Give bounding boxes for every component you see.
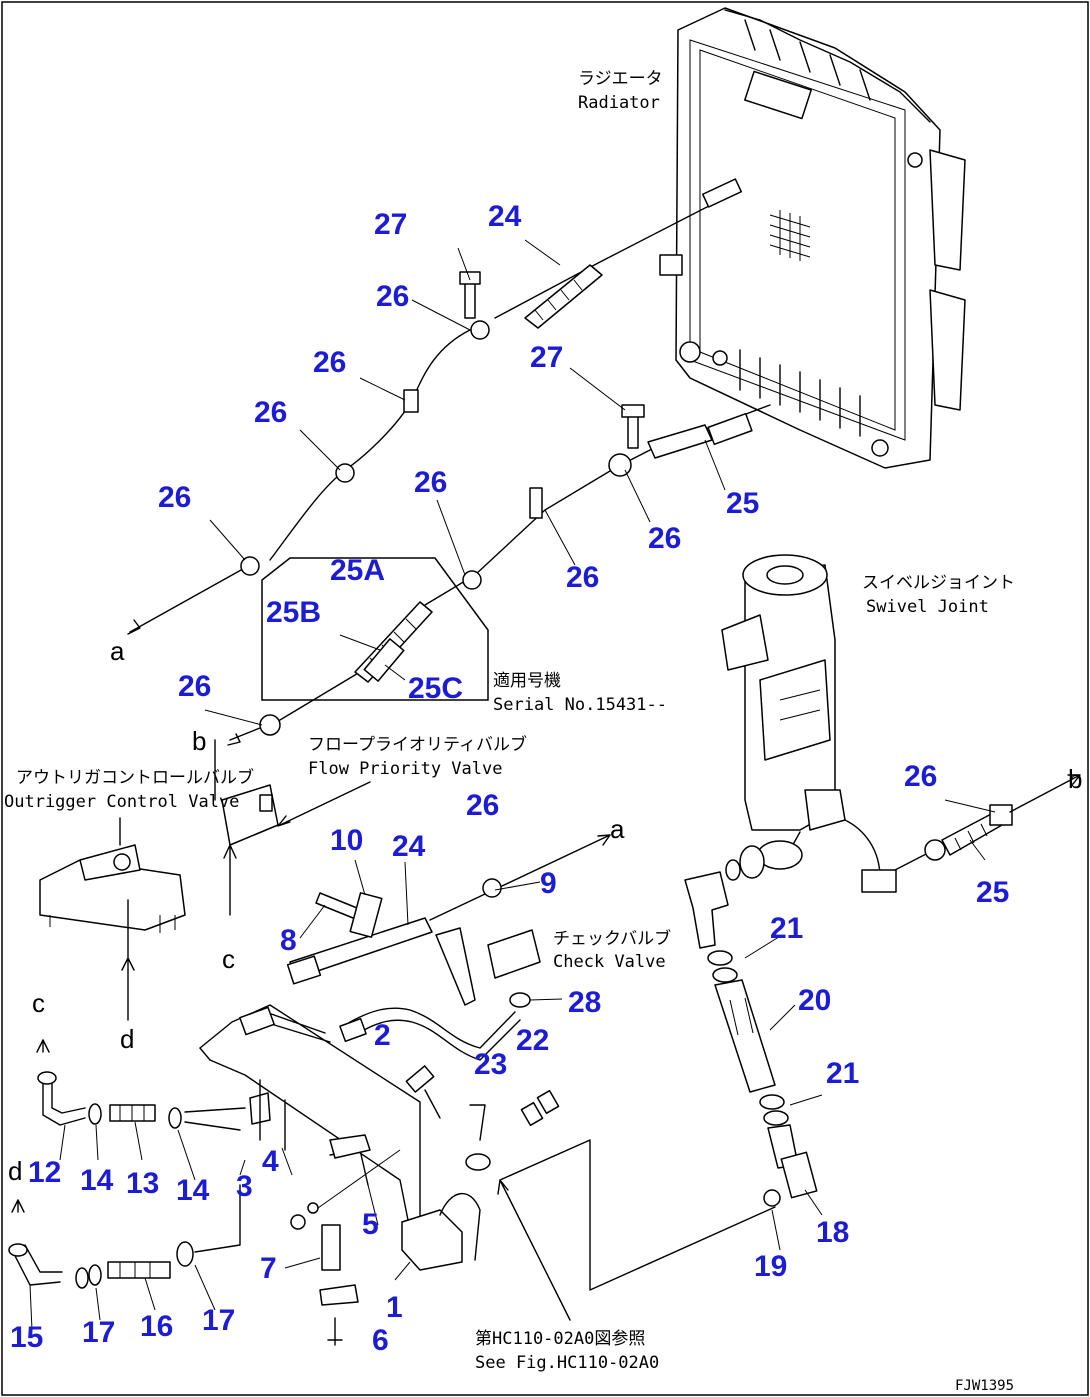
drawing-code: FJW1395 xyxy=(955,1378,1014,1394)
callout-27: 27 xyxy=(374,208,407,241)
callout-23: 23 xyxy=(474,1048,507,1081)
part-callouts: 27 24 26 26 26 27 26 26 25 26 26 25A 25B… xyxy=(10,200,1009,1357)
callout-25C: 25C xyxy=(408,672,463,705)
callout-24: 24 xyxy=(392,830,426,863)
connector-c-top: c xyxy=(222,944,235,974)
callout-5: 5 xyxy=(362,1208,379,1241)
callout-25B: 25B xyxy=(266,596,321,629)
connector-b-right: b xyxy=(1068,764,1082,794)
notes: ラジエータ Radiator スイベルジョイント Swivel Joint 適用… xyxy=(4,69,1015,1394)
connector-a-right: a xyxy=(610,814,625,844)
callout-21: 21 xyxy=(770,912,803,945)
callout-21: 21 xyxy=(826,1057,859,1090)
callout-8: 8 xyxy=(280,924,297,957)
outrigger-valve-label-en: Outrigger Control Valve xyxy=(4,792,239,812)
callout-26: 26 xyxy=(466,789,499,822)
lower-assembly xyxy=(8,834,611,1346)
callout-3: 3 xyxy=(236,1170,253,1203)
callout-25: 25 xyxy=(726,487,759,520)
outrigger-control-valve xyxy=(39,817,186,1021)
callout-6: 6 xyxy=(372,1324,389,1357)
serial-inset xyxy=(261,557,489,701)
flow-priority-valve-label-en: Flow Priority Valve xyxy=(308,759,502,779)
callout-26: 26 xyxy=(178,670,211,703)
flow-priority-valve xyxy=(214,739,371,916)
callout-15: 15 xyxy=(10,1321,43,1354)
callout-19: 19 xyxy=(754,1250,787,1283)
callout-17: 17 xyxy=(202,1304,235,1337)
callout-9: 9 xyxy=(540,867,557,900)
connector-b-left: b xyxy=(192,726,206,756)
flow-priority-valve-label-jp: フロープライオリティバルブ xyxy=(308,734,527,755)
connector-c-bottom: c xyxy=(32,988,45,1018)
connector-d-bottom: d xyxy=(8,1156,22,1186)
callout-18: 18 xyxy=(816,1216,849,1249)
callout-14: 14 xyxy=(176,1174,210,1207)
callout-24: 24 xyxy=(488,200,522,233)
connector-letters: a a b b c c d d xyxy=(8,636,1082,1186)
serial-label-jp: 適用号機 xyxy=(493,671,561,691)
callout-17: 17 xyxy=(82,1316,115,1349)
callout-14: 14 xyxy=(80,1164,114,1197)
callout-10: 10 xyxy=(330,824,363,857)
swivel-joint xyxy=(721,554,846,831)
radiator-label-jp: ラジエータ xyxy=(578,69,663,89)
check-valve-label-jp: チェックバルブ xyxy=(553,928,671,949)
callout-12: 12 xyxy=(28,1156,61,1189)
serial-label-en: Serial No.15431-- xyxy=(493,695,667,715)
see-figure-label-jp: 第HC110-02A0図参照 xyxy=(475,1329,645,1349)
callout-16: 16 xyxy=(140,1310,173,1343)
callout-28: 28 xyxy=(568,986,601,1019)
callout-26: 26 xyxy=(313,346,346,379)
callout-13: 13 xyxy=(126,1167,159,1200)
callout-25A: 25A xyxy=(330,554,385,587)
callout-26: 26 xyxy=(566,561,599,594)
swivel-lower-fittings xyxy=(499,831,823,1291)
callout-22: 22 xyxy=(516,1024,549,1057)
callout-26: 26 xyxy=(904,760,937,793)
callout-27: 27 xyxy=(530,341,563,374)
check-valve-label-en: Check Valve xyxy=(553,952,666,972)
callout-2: 2 xyxy=(374,1019,391,1052)
upper-hose-run xyxy=(127,178,771,746)
callout-26: 26 xyxy=(648,522,681,555)
callout-25: 25 xyxy=(976,876,1009,909)
outrigger-valve-label-jp: アウトリガコントロールバルブ xyxy=(16,767,254,788)
swivel-right-hose xyxy=(844,774,1081,893)
radiator xyxy=(659,7,966,469)
callout-26: 26 xyxy=(254,396,287,429)
swivel-joint-label-jp: スイベルジョイント xyxy=(862,573,1015,593)
connector-d-top: d xyxy=(120,1024,134,1054)
swivel-joint-label-en: Swivel Joint xyxy=(866,597,989,617)
see-figure-label-en: See Fig.HC110-02A0 xyxy=(475,1353,659,1373)
callout-1: 1 xyxy=(386,1291,403,1324)
connector-a-left: a xyxy=(110,636,125,666)
callout-26: 26 xyxy=(158,481,191,514)
callout-26: 26 xyxy=(414,466,447,499)
callout-26: 26 xyxy=(376,280,409,313)
callout-7: 7 xyxy=(260,1252,277,1285)
callout-20: 20 xyxy=(798,984,831,1017)
radiator-label-en: Radiator xyxy=(578,93,660,113)
callout-4: 4 xyxy=(262,1145,279,1178)
